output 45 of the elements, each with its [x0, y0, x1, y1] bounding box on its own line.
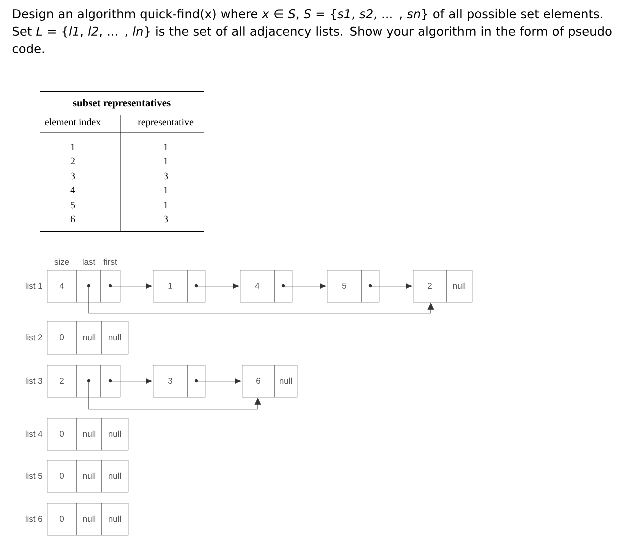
list-label: list 2 — [26, 334, 42, 341]
table-cell: 1 — [164, 144, 168, 150]
list-node: 0 null null — [47, 418, 129, 451]
table-cell: 4 — [70, 186, 76, 194]
list-node: 6 null — [242, 364, 298, 398]
table-cell: 3 — [164, 216, 168, 223]
list-label: list 6 — [26, 516, 42, 522]
table-cell: 3 — [164, 172, 168, 180]
pointer-arrow — [196, 284, 240, 290]
list-node: 0 null null — [47, 320, 129, 355]
list-node: 2 — [47, 364, 121, 398]
table-cell: 5 — [71, 202, 76, 209]
question-text: Design an algorithm quick-find(x) where x ∈ S, S = {s1, s2, ... , sn} of all possible set elements. Set L = {l1, l2, ... , ln} is the set of all adjacency lists. Show your algorithm in the form of pseudo code. — [12, 9, 612, 54]
list-node: 4 — [240, 270, 293, 303]
field-label: first — [104, 258, 118, 266]
field-label: last — [83, 258, 96, 266]
table-cell: 1 — [164, 186, 168, 194]
list-label: list 4 — [26, 430, 43, 438]
pointer-arrow — [370, 284, 412, 290]
list-label: list 3 — [26, 378, 42, 384]
list-node: 2 null — [413, 270, 473, 303]
field-label: size — [54, 258, 70, 266]
pointer-arrow — [88, 286, 434, 314]
list-node: 1 — [153, 270, 206, 303]
column-header: representative — [138, 118, 194, 128]
list-node: 0 null null — [47, 502, 129, 536]
pointer-arrow — [196, 378, 242, 384]
table-cell: 1 — [164, 158, 168, 164]
table-cell: 2 — [70, 158, 75, 164]
table-heading: subset representatives — [73, 99, 171, 109]
column-header: element index — [45, 118, 101, 126]
list-label: list 1 — [26, 282, 42, 290]
pointer-arrow — [283, 284, 326, 290]
table-cell: 6 — [70, 216, 76, 223]
table-cell: 1 — [164, 202, 168, 208]
table-cell: 1 — [71, 144, 75, 150]
pointer-arrow — [110, 378, 152, 384]
list-node: 4 — [47, 270, 121, 303]
table-cell: 3 — [71, 172, 76, 180]
pointer-arrow — [88, 381, 262, 410]
list-label: list 5 — [26, 472, 42, 480]
list-node: 0 null null — [47, 460, 129, 493]
list-node: 3 — [153, 364, 206, 398]
list-node: 5 — [327, 270, 380, 303]
pointer-arrow — [110, 284, 152, 290]
